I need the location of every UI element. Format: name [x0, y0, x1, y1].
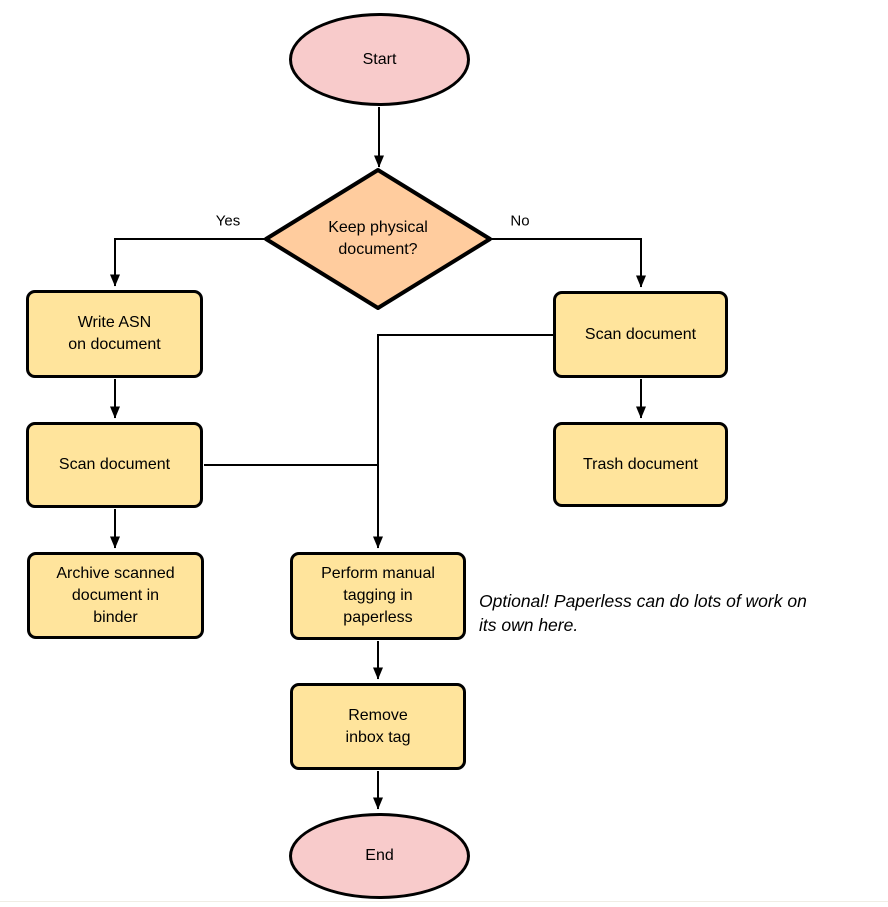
decision-diamond-shape — [264, 168, 492, 310]
annotation-optional-paperless: Optional! Paperless can do lots of work … — [479, 591, 807, 635]
node-end-label: End — [365, 847, 394, 864]
node-manual-tagging: Perform manual tagging in paperless — [290, 552, 466, 640]
node-decision: Keep physical document? — [266, 170, 490, 308]
node-manual-tagging-label: Perform manual tagging in paperless — [321, 565, 435, 626]
node-remove-inbox-tag: Remove inbox tag — [290, 683, 466, 770]
node-start: Start — [289, 13, 470, 106]
node-trash-document-label: Trash document — [582, 455, 698, 473]
edge-label-yes: Yes — [213, 212, 243, 230]
node-decision-label: Keep physical document? — [328, 219, 428, 258]
edge-decision-no-to-scan-right — [490, 238, 646, 288]
node-archive-binder-label: Archive scanned document in binder — [56, 564, 175, 626]
node-trash-document: Trash document — [553, 422, 728, 507]
node-write-asn: Write ASN on document — [26, 290, 203, 378]
node-start-label: Start — [362, 50, 397, 68]
node-scan-document-right-label: Scan document — [584, 325, 697, 343]
node-archive-binder: Archive scanned document in binder — [27, 552, 204, 639]
bottom-divider — [0, 901, 888, 902]
edge-decision-yes-to-write-asn — [110, 238, 266, 287]
node-scan-document-left-label: Scan document — [58, 456, 171, 473]
edge-scan-right-to-tagging — [373, 334, 553, 549]
node-end: End — [289, 813, 470, 899]
node-write-asn-label: Write ASN on document — [68, 314, 161, 353]
node-remove-inbox-tag-label: Remove inbox tag — [345, 706, 411, 746]
node-scan-document-left: Scan document — [26, 422, 203, 508]
node-scan-document-right: Scan document — [553, 291, 728, 378]
edge-label-no: No — [508, 212, 532, 230]
